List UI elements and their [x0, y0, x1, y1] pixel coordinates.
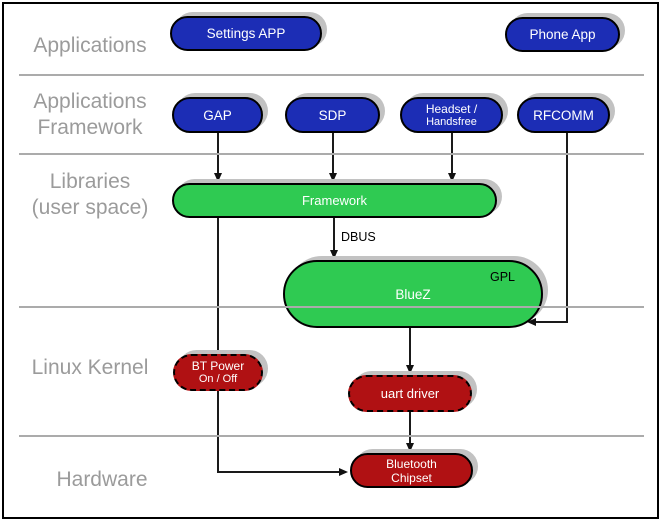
node-bluetooth-chipset-label-line2: Chipset [391, 470, 432, 485]
edge-framework-chipset-horizontal [217, 471, 339, 473]
node-settings-app: Settings APP [170, 16, 322, 51]
layer-label-hardware-text: Hardware [56, 468, 148, 491]
layer-label-libraries-line2: (user space) [31, 196, 149, 219]
separator-hardware [19, 435, 644, 437]
edge-bluez-uart [409, 328, 411, 366]
separator-framework [19, 153, 644, 155]
layer-label-libraries: Libraries (user space) [8, 169, 172, 221]
edge-framework-chipset-vertical [217, 218, 219, 473]
separator-kernel [19, 306, 644, 308]
node-uart-driver: uart driver [348, 375, 472, 412]
arrowhead-headset-framework [448, 173, 456, 182]
node-sdp-label: SDP [318, 107, 347, 123]
node-bluez: GPL BlueZ [283, 260, 543, 328]
bluez-gpl-tag: GPL [489, 270, 515, 284]
node-framework: Framework [172, 183, 497, 218]
node-uart-driver-label: uart driver [380, 386, 440, 401]
separator-applications [19, 74, 644, 76]
node-framework-label: Framework [301, 193, 367, 208]
node-bluez-label: BlueZ [395, 286, 431, 302]
node-bt-power-label-line2: On / Off [198, 373, 238, 385]
layer-label-applications-text: Applications [33, 34, 147, 57]
edge-rfcomm-bluez-horizontal [534, 321, 568, 323]
node-sdp: SDP [285, 97, 380, 133]
node-phone-app: Phone App [505, 17, 620, 52]
edge-uart-chipset [409, 412, 411, 444]
arrowhead-uart-chipset [406, 443, 414, 452]
node-bluetooth-chipset-label-line1: Bluetooth [386, 456, 437, 471]
arrowhead-sdp-framework [329, 173, 337, 182]
node-bt-power-label-line1: BT Power [191, 359, 245, 373]
arrowhead-framework-chipset [339, 468, 348, 476]
layer-label-linux-kernel-text: Linux Kernel [31, 356, 149, 379]
node-bluetooth-chipset: Bluetooth Chipset [350, 453, 473, 488]
node-headset-label-line2: Handsfree [426, 115, 477, 128]
arrowhead-framework-bluez [330, 250, 338, 259]
node-settings-app-label: Settings APP [206, 26, 286, 41]
diagram-border [2, 2, 659, 519]
dbus-edge-label: DBUS [341, 230, 376, 244]
node-rfcomm: RFCOMM [517, 97, 610, 133]
node-rfcomm-label: RFCOMM [533, 107, 594, 123]
node-bt-power: BT Power On / Off [173, 354, 263, 391]
layer-label-app-framework-line1: Applications [33, 90, 147, 113]
arrowhead-gap-framework [214, 173, 222, 182]
edge-framework-bluez [333, 218, 335, 251]
node-gap: GAP [172, 97, 263, 133]
layer-label-applications-framework: Applications Framework [8, 89, 172, 141]
layer-label-hardware: Hardware [20, 467, 184, 493]
layer-label-linux-kernel: Linux Kernel [8, 355, 172, 381]
node-gap-label: GAP [203, 107, 232, 123]
layer-label-app-framework-line2: Framework [37, 116, 143, 139]
node-phone-app-label: Phone App [529, 27, 596, 42]
arrowhead-rfcomm-bluez [527, 318, 536, 326]
layer-label-libraries-line1: Libraries [49, 170, 131, 193]
node-headset-label-line1: Headset / [425, 101, 478, 116]
node-headset-handsfree: Headset / Handsfree [400, 97, 503, 133]
layer-label-applications: Applications [8, 33, 172, 59]
arrowhead-bluez-uart [406, 365, 414, 374]
edge-rfcomm-bluez-vertical [566, 133, 568, 323]
